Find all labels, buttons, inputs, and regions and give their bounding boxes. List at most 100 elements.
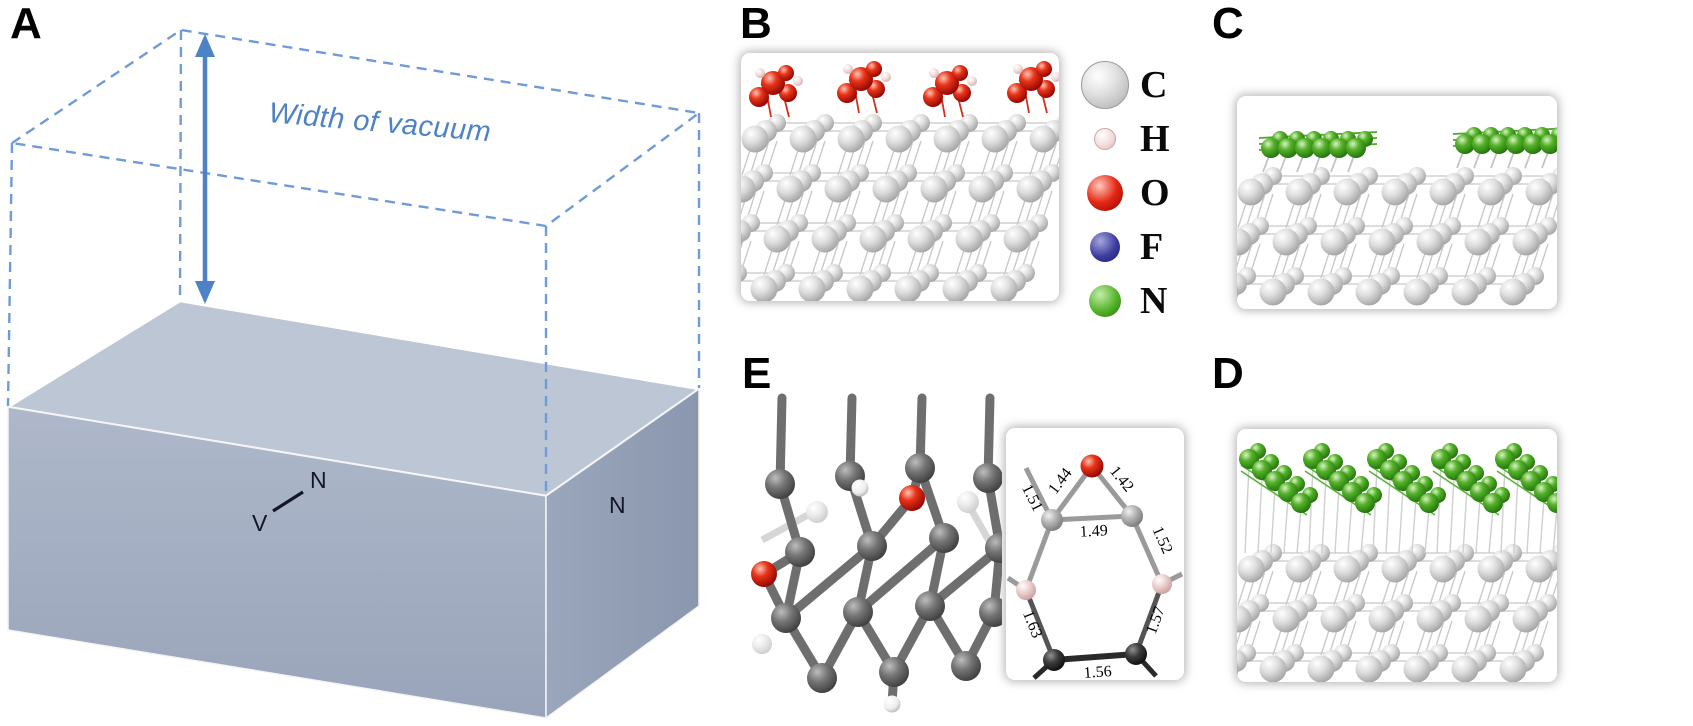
oxygen-atom	[899, 485, 925, 511]
nitrogen-atom	[1540, 134, 1557, 154]
nitrogen-atom	[1455, 134, 1475, 154]
nitrogen-atom	[1278, 138, 1298, 158]
oxygen-atom	[1019, 67, 1043, 91]
bond-length: 1.63	[1019, 608, 1045, 640]
nitrogen-atom	[1295, 138, 1315, 158]
legend-item-oxygen: O	[1078, 166, 1170, 220]
vacuum-dashed-box	[6, 28, 703, 495]
carbon-atom	[951, 651, 981, 681]
carbon-lattice	[1237, 544, 1557, 682]
inset-atoms	[1016, 454, 1172, 671]
panel-e-ball-stick-model	[751, 393, 1002, 713]
nitrogen-site-label-right: N	[609, 492, 626, 518]
fluorine-sphere-icon	[1090, 232, 1120, 262]
carbon-atom	[1451, 655, 1479, 682]
carbon-sphere-icon	[1081, 61, 1129, 109]
carbon-atom	[979, 597, 1002, 627]
hydrogen-atom	[843, 64, 853, 74]
carbon-atom	[1355, 278, 1383, 306]
carbon-atom	[968, 175, 996, 203]
carbon-atom	[750, 275, 778, 301]
oxygen-atom	[935, 71, 959, 95]
nitrogen-atom	[1472, 134, 1492, 154]
carbon-atom	[1368, 605, 1396, 633]
carbon-atom	[1041, 509, 1063, 531]
nitrogen-atom	[1355, 493, 1375, 513]
carbon-atom	[1477, 555, 1505, 583]
carbon-lattice	[1237, 167, 1557, 306]
carbon-atom	[1368, 228, 1396, 256]
panel-label-e: E	[742, 349, 772, 398]
bond-length: 1.56	[1083, 663, 1112, 680]
carbon-atom	[741, 125, 769, 153]
legend-label-hydrogen: H	[1140, 118, 1170, 160]
carbon-atom	[1043, 649, 1065, 671]
carbon-atom	[957, 491, 979, 513]
carbon-atom	[1512, 605, 1540, 633]
carbon-atom	[955, 225, 983, 253]
carbon-atom	[1451, 278, 1479, 306]
bond-length: 1.49	[1079, 522, 1108, 540]
nitrogen-atom	[1523, 134, 1543, 154]
panel-label-d: D	[1212, 349, 1244, 398]
nitrogen-adsorbates	[1261, 127, 1557, 158]
carbon-atom	[741, 175, 756, 203]
legend-label-fluorine: F	[1140, 226, 1164, 268]
carbon-atom	[872, 175, 900, 203]
carbon-atom	[1429, 555, 1457, 583]
carbon-atom	[846, 275, 874, 301]
carbon-atom	[1237, 650, 1247, 672]
oxygen-atom	[761, 71, 785, 95]
panel-label-a: A	[10, 0, 42, 48]
carbon-atom	[879, 657, 909, 687]
hydrogen-atom	[1013, 64, 1023, 74]
nitrogen-atom	[1547, 493, 1557, 513]
bond-length-labels: 1.51 1.44 1.42 1.52 1.49 1.63 1.57 1.56	[1018, 463, 1175, 680]
legend-item-carbon: C	[1078, 58, 1170, 112]
carbon-atom	[1525, 555, 1553, 583]
carbon-atom	[973, 463, 1002, 493]
carbon-atom	[933, 125, 961, 153]
carbon-atom	[915, 591, 945, 621]
carbon-atom	[981, 125, 1009, 153]
carbon-atom	[806, 501, 828, 523]
carbon-atom	[920, 175, 948, 203]
carbon-atom	[1464, 228, 1492, 256]
carbon-atom	[859, 225, 887, 253]
oxygen-atom	[837, 83, 857, 103]
carbon-atom	[1307, 278, 1335, 306]
carbon-atom	[1237, 555, 1265, 583]
carbon-atom	[1429, 178, 1457, 206]
carbon-atom	[1237, 178, 1265, 206]
hydrogen-atom	[851, 479, 869, 497]
carbon-atom	[776, 175, 804, 203]
carbon-atom	[1237, 228, 1252, 256]
hydrogen-atom	[1016, 580, 1036, 600]
carbon-atom	[907, 225, 935, 253]
legend-label-carbon: C	[1140, 64, 1168, 106]
hydrogen-atom	[793, 76, 803, 86]
carbon-atom	[1285, 178, 1313, 206]
carbon-atom	[1285, 555, 1313, 583]
hydrogen-atom	[1152, 574, 1172, 594]
carbon-atom	[1237, 605, 1252, 633]
carbon-atom	[1403, 655, 1431, 682]
nitrogen-atom	[1489, 134, 1509, 154]
carbon-atom	[741, 220, 751, 242]
nitrogen-site-label: N	[310, 467, 327, 493]
oxygen-atom	[923, 87, 943, 107]
carbon-atom	[1125, 643, 1147, 665]
carbon-atom	[885, 125, 913, 153]
carbon-atom	[1416, 228, 1444, 256]
carbon-atom	[990, 275, 1018, 301]
oxygen-sphere-icon	[1087, 175, 1123, 211]
carbon-atom	[1403, 278, 1431, 306]
vacuum-width-label: Width of vacuum	[267, 97, 492, 148]
carbon-atom	[1307, 655, 1335, 682]
bond-length: 1.51	[1018, 482, 1046, 515]
carbon-atom	[1237, 662, 1239, 676]
panel-b-oxygen-terminated-surface	[741, 53, 1059, 301]
nitrogen-atom	[1506, 134, 1526, 154]
carbon-atom	[843, 597, 873, 627]
hydrogen-sphere-icon	[1094, 128, 1116, 150]
